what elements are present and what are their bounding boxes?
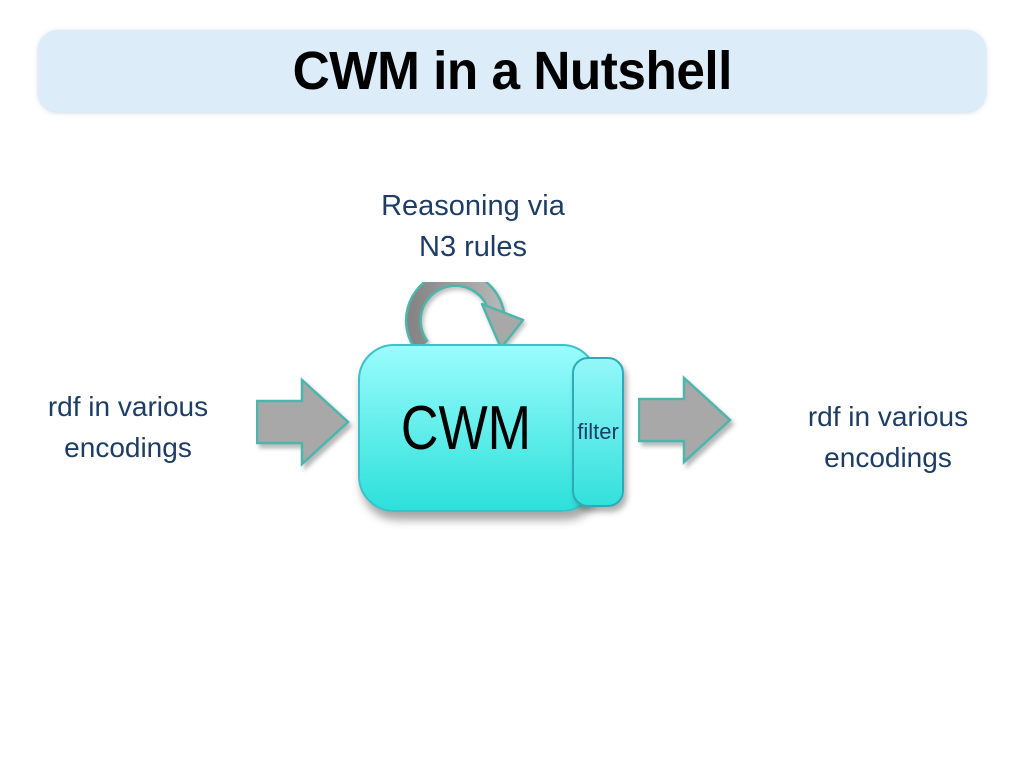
output-right-block-arrow-icon: [638, 375, 732, 465]
cwm-box: CWM: [358, 344, 598, 512]
loop-arrow-icon: [404, 282, 525, 352]
input-right-block-arrow-icon: [256, 377, 350, 467]
output-rdf-label: rdf in various encodings: [778, 396, 998, 478]
filter-box-label: filter: [577, 419, 619, 444]
loop-arrowhead: [480, 302, 525, 350]
loop-arrow-body: [407, 282, 503, 350]
output-rdf-label-line2: encodings: [824, 442, 952, 473]
reasoning-label-line1: Reasoning via: [381, 190, 565, 222]
input-arrow-shape: [256, 377, 350, 467]
reasoning-label-line2: N3 rules: [419, 231, 527, 263]
reasoning-label: Reasoning via N3 rules: [343, 186, 603, 268]
input-rdf-label: rdf in various encodings: [18, 386, 238, 468]
filter-box: filter: [572, 357, 624, 507]
slide-title-bar: CWM in a Nutshell: [38, 30, 986, 112]
input-rdf-label-line2: encodings: [64, 432, 192, 463]
cwm-box-label: CWM: [400, 393, 532, 463]
slide-title: CWM in a Nutshell: [292, 41, 732, 101]
output-rdf-label-line1: rdf in various: [807, 401, 969, 432]
output-arrow-shape: [638, 375, 732, 465]
input-rdf-label-line1: rdf in various: [47, 391, 209, 422]
